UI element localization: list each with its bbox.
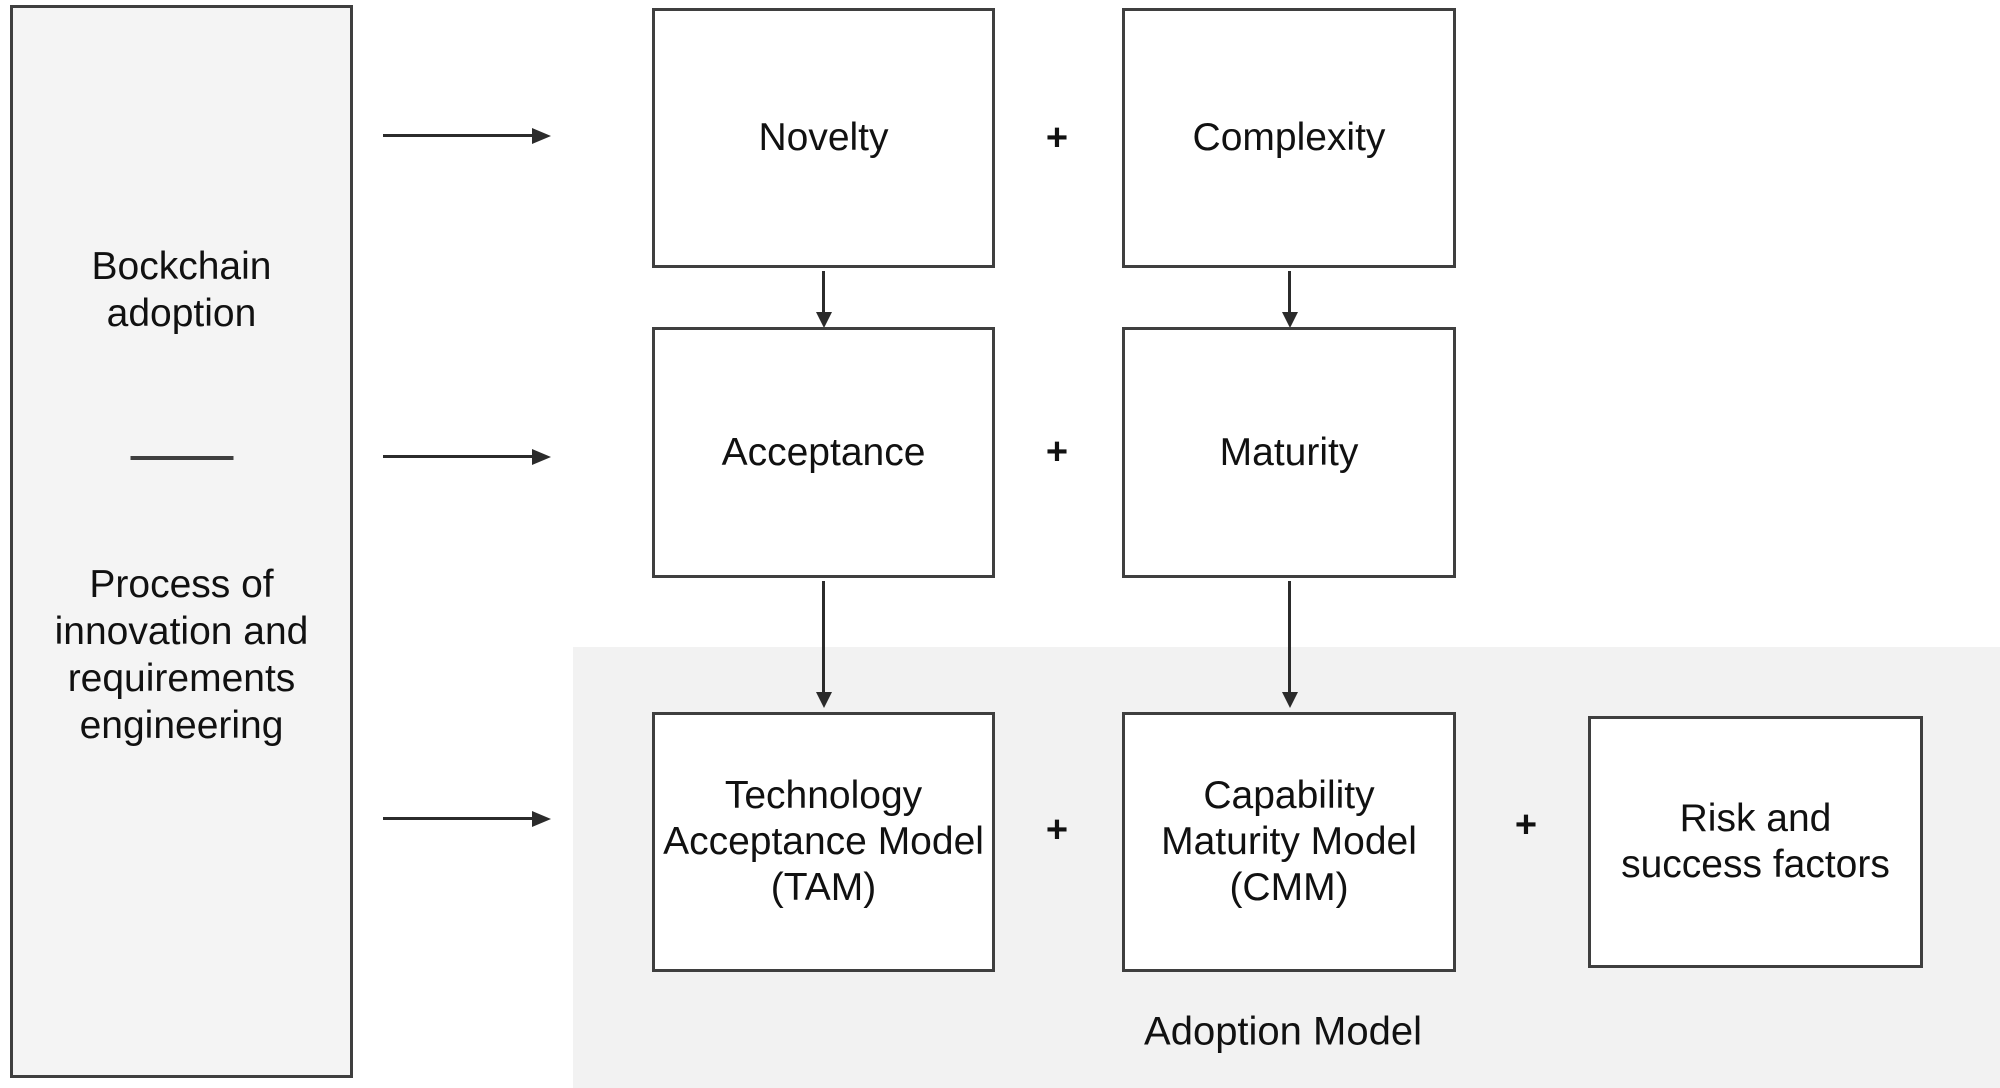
panel-body: Process of innovation and requirements e… [13, 561, 350, 749]
box-label: Acceptance [721, 430, 926, 474]
box-label-line: Risk and [1679, 797, 1832, 840]
box-risk-success-factors: Risk and success factors [1588, 716, 1923, 968]
panel-body-line: engineering [79, 704, 284, 747]
box-label-line: Technology [724, 774, 923, 817]
box-tam: Technology Acceptance Model (TAM) [652, 712, 995, 972]
box-label: Complexity [1192, 116, 1386, 159]
arrow-acceptance-to-tam [822, 581, 825, 693]
blockchain-adoption-panel: Bockchain adoption Process of innovation… [10, 5, 353, 1078]
box-label-line: Acceptance Model [663, 820, 984, 863]
box-maturity: Maturity [1122, 327, 1456, 578]
panel-body-line: Process of [89, 563, 274, 606]
arrow-novelty-to-acceptance [822, 271, 825, 313]
box-complexity: Complexity [1122, 8, 1456, 268]
box-label-line: (TAM) [770, 866, 877, 909]
box-label-line: success factors [1621, 843, 1890, 886]
panel-body-line: innovation and [54, 610, 309, 653]
plus-operator: + [1045, 117, 1069, 159]
arrow-panel-to-tam [383, 817, 533, 820]
arrow-panel-to-novelty [383, 134, 533, 137]
panel-body-line: requirements [67, 657, 296, 700]
box-label-line: Capability [1203, 774, 1375, 817]
box-label: Maturity [1219, 430, 1359, 474]
plus-operator: + [1045, 809, 1069, 851]
box-acceptance: Acceptance [652, 327, 995, 578]
box-cmm: Capability Maturity Model (CMM) [1122, 712, 1456, 972]
panel-title-line: adoption [106, 292, 257, 335]
box-label: Novelty [758, 116, 889, 159]
panel-title-line: Bockchain [91, 245, 272, 288]
arrow-complexity-to-maturity [1288, 271, 1291, 313]
panel-title: Bockchain adoption [13, 243, 350, 337]
arrow-maturity-to-cmm [1288, 581, 1291, 693]
arrow-panel-to-acceptance [383, 455, 533, 458]
box-label-line: (CMM) [1229, 866, 1349, 909]
panel-divider [130, 456, 233, 460]
adoption-model-label: Adoption Model [1144, 1009, 1422, 1054]
box-novelty: Novelty [652, 8, 995, 268]
plus-operator: + [1514, 804, 1538, 846]
plus-operator: + [1045, 431, 1069, 473]
box-label-line: Maturity Model [1161, 820, 1417, 863]
